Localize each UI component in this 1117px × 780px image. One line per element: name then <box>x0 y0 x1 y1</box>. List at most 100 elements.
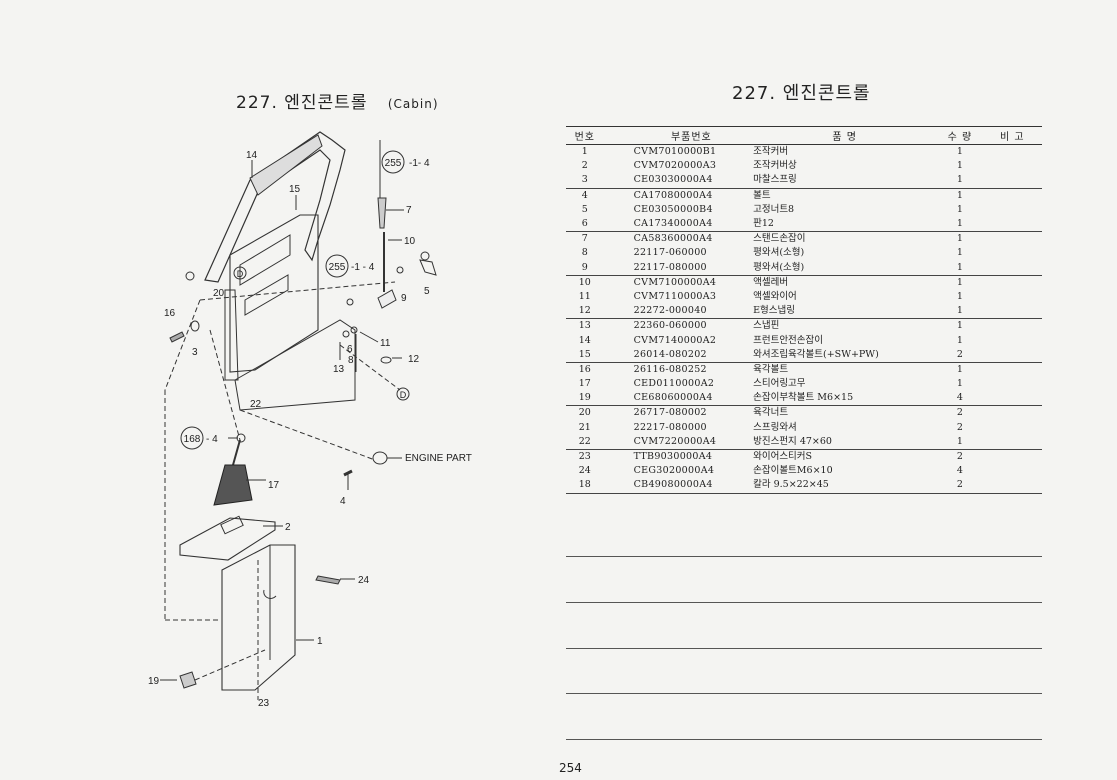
label-10: 10 <box>404 236 416 247</box>
cell-part-no: 22117-080000 <box>633 261 707 273</box>
cell-name: 육각너트 <box>750 405 938 421</box>
cell-name: 스티어링고무 <box>753 378 806 390</box>
label-17: 17 <box>268 480 280 491</box>
cell-qty: 2 <box>956 348 963 360</box>
label-engine-part: ENGINE PART <box>405 453 472 464</box>
header-name: 품 명 <box>750 126 938 145</box>
label-14: 14 <box>246 150 258 161</box>
cell-qty: 1 <box>956 160 963 172</box>
ref-255-a-num: 255 <box>385 158 402 169</box>
label-7: 7 <box>406 205 412 216</box>
cell-no: 1 <box>581 146 588 158</box>
parts-table-header: 번호 부품번호 품 명 수 량 비 고 <box>566 126 1042 145</box>
cell-qty: 2 <box>937 478 983 494</box>
blank-row-line <box>566 693 1042 694</box>
cell-part-no: CB49080000A4 <box>603 478 751 494</box>
cell-part-no: CE03030000A4 <box>633 174 713 186</box>
cell-no: 23 <box>566 448 604 465</box>
cell-part-no: CVM7100000A4 <box>603 274 751 290</box>
cell-qty: 1 <box>937 187 983 203</box>
ref-circle-255-b <box>325 254 349 278</box>
cell-part-no: CE68060000A4 <box>633 392 713 404</box>
cell-remark <box>983 421 1042 435</box>
cell-qty: 1 <box>956 247 963 259</box>
cell-qty: 1 <box>937 318 983 334</box>
cell-remark <box>983 261 1042 276</box>
cell-name: 손잡이볼트M6×10 <box>753 465 833 477</box>
ref-d-top: D <box>237 269 244 279</box>
cell-part-no: 22117-060000 <box>633 247 707 259</box>
blank-row-line <box>566 556 1042 557</box>
label-3: 3 <box>192 347 198 358</box>
label-8: 8 <box>348 355 354 366</box>
cell-name: 조작커버 <box>753 146 789 158</box>
cell-qty: 4 <box>956 392 963 404</box>
cell-part-no: 26717-080002 <box>603 405 751 421</box>
cell-no: 6 <box>581 218 588 230</box>
cell-name: 볼트 <box>750 187 938 203</box>
cell-no: 21 <box>578 421 591 433</box>
cell-qty: 1 <box>937 231 983 247</box>
cell-remark <box>983 304 1042 319</box>
page-number: 254 <box>559 761 582 775</box>
cell-qty: 1 <box>956 203 963 215</box>
cell-part-no: CA58360000A4 <box>603 231 751 247</box>
cell-remark <box>983 203 1042 217</box>
cell-remark <box>983 145 1042 160</box>
ref-circle-168 <box>180 426 204 450</box>
cell-name: 손잡이부착볼트 M6×15 <box>753 392 854 404</box>
label-9: 9 <box>401 293 407 304</box>
cell-no: 9 <box>581 261 588 273</box>
ref-circle-d-top <box>233 266 247 280</box>
cell-no: 15 <box>578 348 591 360</box>
cell-qty: 1 <box>956 378 963 390</box>
cell-part-no: 22360-060000 <box>603 318 751 334</box>
cell-part-no: CVM7110000A3 <box>633 290 717 302</box>
label-1: 1 <box>317 636 323 647</box>
cell-part-no: CA17340000A4 <box>633 218 713 230</box>
cell-remark <box>983 348 1042 363</box>
cell-qty: 1 <box>956 146 963 158</box>
cell-part-no: CED0110000A2 <box>633 378 715 390</box>
label-15: 15 <box>289 184 301 195</box>
cell-remark <box>983 435 1042 450</box>
ref-d-bottom: D <box>400 390 407 400</box>
cell-qty: 1 <box>956 261 963 273</box>
cell-part-no: TTB9030000A4 <box>603 448 751 465</box>
cell-part-no: 22272-000040 <box>633 305 707 317</box>
cell-no: 5 <box>581 203 588 215</box>
cell-no: 17 <box>578 378 591 390</box>
left-title-subtitle: (Cabin) <box>387 97 439 111</box>
cell-qty: 2 <box>937 448 983 465</box>
cell-qty: 1 <box>956 174 963 186</box>
cell-no: 18 <box>566 478 604 494</box>
cell-qty: 4 <box>956 465 963 477</box>
cell-name: 조작커버상 <box>753 160 797 172</box>
cell-no: 7 <box>566 231 604 247</box>
cell-qty: 1 <box>956 218 963 230</box>
part-handle-grip <box>249 134 323 196</box>
ref-255-a-suffix: -1- 4 <box>409 158 430 169</box>
cell-name: 판12 <box>753 218 774 230</box>
cell-remark <box>983 290 1042 304</box>
cell-no: 8 <box>581 247 588 259</box>
cell-name: 와이어스티커S <box>750 448 938 465</box>
cell-remark <box>982 274 1042 290</box>
cell-no: 22 <box>578 435 591 447</box>
cell-no: 13 <box>566 318 604 334</box>
cell-remark <box>983 173 1042 188</box>
label-11: 11 <box>380 338 391 349</box>
label-4: 4 <box>340 496 346 507</box>
cell-remark <box>982 405 1042 421</box>
part-lever-bracket <box>377 289 397 309</box>
label-2: 2 <box>285 522 291 533</box>
